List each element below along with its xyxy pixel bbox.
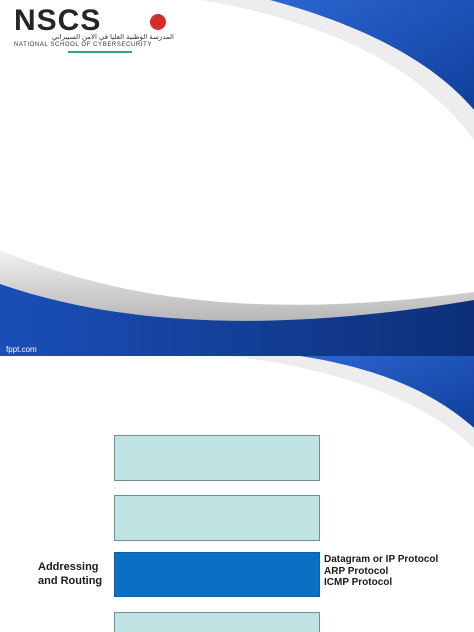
logo-underline <box>68 51 132 53</box>
layer-label: Addressing and Routing <box>38 561 103 587</box>
protocol-item: ICMP Protocol <box>324 577 393 588</box>
protocol-item: Datagram or IP Protocol <box>324 554 439 565</box>
slide-background-swoosh <box>0 0 474 356</box>
logo-badge-icon <box>150 14 166 30</box>
logo-arabic-text: المدرسة الوطنية العليا في الأمن السيبران… <box>51 34 174 41</box>
protocol-item: ARP Protocol <box>324 565 389 577</box>
nscs-logo: NSCS المدرسة الوطنية العليا في الأمن الس… <box>6 0 176 64</box>
logo-letters: NSCS <box>14 4 102 37</box>
layer-box <box>114 495 320 541</box>
layer-diagram-slide: Addressing and Routing Datagram or IP Pr… <box>0 356 474 632</box>
footer-credit: fppt.com <box>6 345 37 354</box>
layer-box <box>114 612 320 632</box>
title-slide: NSCS المدرسة الوطنية العليا في الأمن الس… <box>0 0 474 356</box>
logo-english-text: NATIONAL SCHOOL OF CYBERSECURITY <box>14 42 152 48</box>
slide-background-swoosh <box>230 356 474 448</box>
layer-box <box>114 435 320 481</box>
layer-box-addressing-routing <box>114 552 320 597</box>
protocol-list: Datagram or IP Protocol ARP Protocol ICM… <box>324 554 472 589</box>
